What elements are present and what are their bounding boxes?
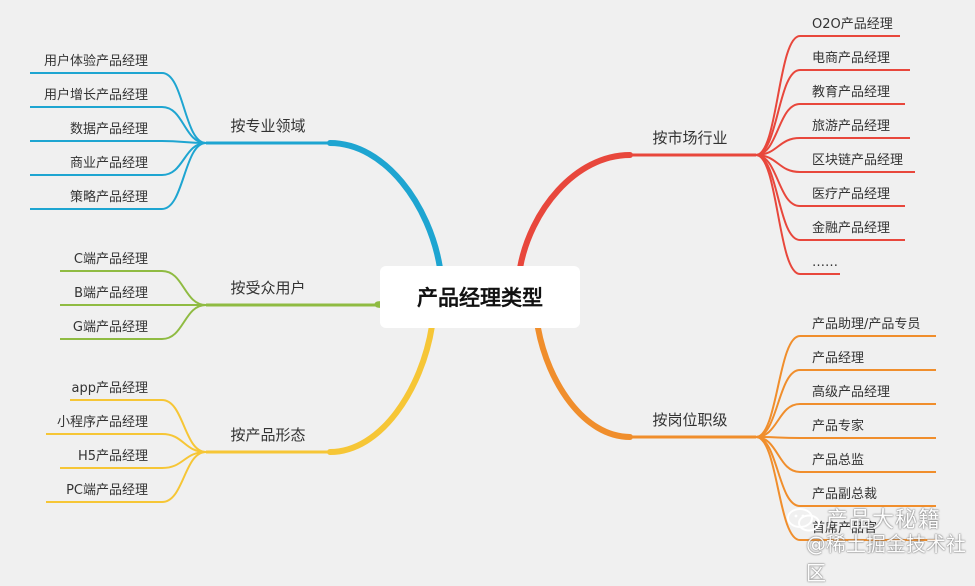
- leaf-label-position-6: 首席产品官: [812, 520, 877, 536]
- leaf-connector-market-2: [755, 103, 905, 156]
- branch-connector-market: [517, 152, 633, 271]
- leaf-label-form-2: H5产品经理: [78, 449, 148, 464]
- leaf-label-position-2: 高级产品经理: [812, 384, 890, 400]
- leaf-label-form-0: app产品经理: [72, 381, 148, 396]
- leaf-connector-market-7: [755, 154, 840, 275]
- branch-label-market: 按市场行业: [652, 129, 727, 147]
- leaf-connector-domain-4: [30, 142, 207, 210]
- leaf-connector-position-1: [755, 369, 936, 438]
- leaf-label-domain-2: 数据产品经理: [70, 122, 148, 137]
- leaf-label-market-1: 电商产品经理: [812, 51, 890, 66]
- leaf-connector-audience-2: [60, 304, 207, 340]
- leaf-connector-form-0: [70, 399, 207, 453]
- mindmap-canvas: 按专业领域用户体验产品经理用户增长产品经理数据产品经理商业产品经理策略产品经理按…: [30, 17, 936, 541]
- leaf-connector-market-1: [755, 69, 910, 156]
- leaf-label-market-4: 区块链产品经理: [812, 153, 903, 168]
- branch-connector-position: [535, 325, 633, 440]
- root-label: 产品经理类型: [417, 286, 543, 310]
- leaf-label-position-1: 产品经理: [812, 351, 864, 366]
- leaf-label-market-0: O2O产品经理: [812, 17, 893, 32]
- leaf-connector-domain-2: [30, 140, 207, 144]
- leaf-label-position-3: 产品专家: [812, 418, 864, 434]
- leaf-connector-domain-0: [30, 72, 207, 144]
- leaf-label-form-3: PC端产品经理: [66, 483, 148, 498]
- branch-label-position: 按岗位职级: [652, 411, 727, 429]
- leaf-label-audience-0: C端产品经理: [74, 252, 148, 267]
- leaf-label-audience-2: G端产品经理: [73, 320, 148, 335]
- leaf-label-position-4: 产品总监: [812, 453, 864, 468]
- leaf-connector-position-2: [755, 403, 936, 438]
- branch-label-audience: 按受众用户: [230, 279, 305, 297]
- leaf-label-market-6: 金融产品经理: [812, 220, 890, 236]
- leaf-label-domain-1: 用户增长产品经理: [44, 87, 148, 103]
- leaf-connector-position-0: [755, 335, 936, 438]
- leaf-connector-audience-0: [60, 270, 207, 306]
- root-node: 产品经理类型: [380, 266, 580, 328]
- leaf-connector-domain-1: [30, 106, 207, 144]
- leaf-connector-position-3: [755, 436, 936, 439]
- leaf-connector-form-3: [46, 451, 207, 503]
- leaf-connector-form-1: [46, 433, 207, 453]
- leaf-label-audience-1: B端产品经理: [74, 286, 148, 301]
- leaf-connector-position-6: [755, 436, 936, 541]
- branch-connector-domain: [327, 140, 443, 271]
- leaf-label-market-3: 旅游产品经理: [812, 119, 890, 134]
- leaf-label-market-7: ……: [812, 255, 838, 270]
- leaf-label-position-5: 产品副总裁: [812, 486, 877, 502]
- leaf-connector-market-0: [755, 35, 900, 156]
- leaf-connector-market-3: [755, 137, 910, 156]
- leaf-label-market-5: 医疗产品经理: [812, 187, 890, 202]
- branch-label-domain: 按专业领域: [230, 117, 305, 135]
- leaf-label-domain-3: 商业产品经理: [70, 156, 148, 171]
- leaf-label-domain-4: 策略产品经理: [70, 189, 148, 205]
- leaf-label-form-1: 小程序产品经理: [57, 415, 148, 430]
- branch-label-form: 按产品形态: [230, 426, 305, 444]
- leaf-label-position-0: 产品助理/产品专员: [812, 317, 920, 332]
- branch-connector-form: [327, 323, 435, 455]
- leaf-label-domain-0: 用户体验产品经理: [44, 53, 148, 69]
- leaf-label-market-2: 教育产品经理: [812, 84, 890, 100]
